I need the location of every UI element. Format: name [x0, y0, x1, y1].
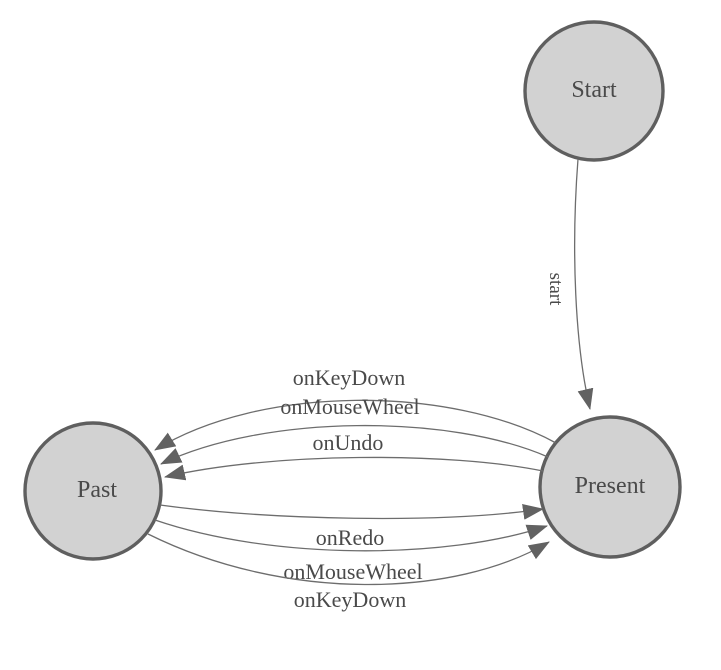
state-label-past: Past: [77, 477, 117, 503]
state-node-present[interactable]: Present: [538, 415, 682, 559]
state-circle-present[interactable]: [538, 415, 682, 559]
edge-label-onkeydown-bottom: onKeyDown: [294, 587, 406, 612]
state-node-past[interactable]: Past: [23, 421, 163, 561]
edge-start-to-present[interactable]: start: [545, 158, 594, 410]
state-circle-past[interactable]: [23, 421, 163, 561]
edge-line-onundo[interactable]: [164, 456, 544, 481]
edge-past-to-present-mousewheel[interactable]: onMouseWheel: [154, 519, 548, 584]
edge-label-start: start: [545, 273, 566, 306]
edge-label-onmousewheel-top: onMouseWheel: [280, 394, 419, 419]
edge-label-onredo: onRedo: [316, 525, 384, 550]
state-label-present: Present: [575, 473, 646, 499]
edge-line-onredo[interactable]: [159, 503, 544, 520]
edge-present-to-past-mousewheel[interactable]: onMouseWheel: [160, 394, 549, 465]
state-label-start: Start: [571, 77, 617, 103]
edge-line-onkeydown-top[interactable]: [154, 399, 557, 451]
edge-present-to-past-undo[interactable]: onUndo: [164, 430, 544, 481]
edge-label-onmousewheel-bottom: onMouseWheel: [283, 559, 422, 584]
edge-present-to-past-keydown[interactable]: onKeyDown: [154, 365, 557, 451]
state-node-start[interactable]: Start: [523, 20, 665, 162]
state-circle-start[interactable]: [523, 20, 665, 162]
edge-past-to-present-keydown[interactable]: onKeyDown: [147, 533, 550, 612]
edge-line-onmousewheel-top[interactable]: [160, 424, 549, 465]
edge-line-start[interactable]: [574, 158, 594, 410]
edge-line-onmousewheel-bottom[interactable]: [154, 519, 548, 552]
edge-line-onkeydown-bottom[interactable]: [147, 533, 550, 586]
edge-label-onundo: onUndo: [313, 430, 384, 455]
edge-past-to-present-redo[interactable]: onRedo: [159, 503, 544, 550]
edge-label-onkeydown-top: onKeyDown: [293, 365, 405, 390]
